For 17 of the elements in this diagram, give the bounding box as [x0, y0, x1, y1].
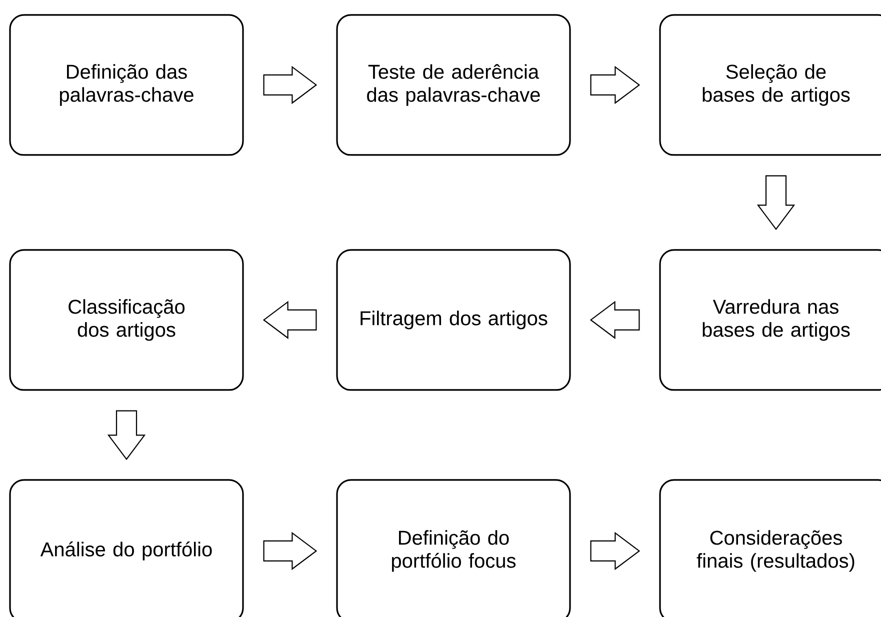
block-arrow: [263, 66, 318, 104]
block-arrow: [107, 410, 146, 460]
process-box: Teste de aderência das palavras-chave: [336, 14, 571, 156]
process-box: Análise do portfólio: [9, 479, 244, 617]
process-box: Filtragem dos artigos: [336, 249, 571, 391]
block-arrow: [590, 300, 640, 340]
block-arrow: [590, 66, 640, 104]
block-arrow: [263, 532, 318, 570]
block-arrow: [756, 175, 796, 230]
process-box: Definição das palavras-chave: [9, 14, 244, 156]
process-box: Seleção de bases de artigos: [659, 14, 881, 156]
block-arrow: [262, 300, 317, 340]
process-box: Definição do portfólio focus: [336, 479, 571, 617]
process-box: Considerações finais (resultados): [659, 479, 881, 617]
process-box: Classificação dos artigos: [9, 249, 244, 391]
block-arrow: [590, 532, 640, 570]
process-box: Varredura nas bases de artigos: [659, 249, 881, 391]
